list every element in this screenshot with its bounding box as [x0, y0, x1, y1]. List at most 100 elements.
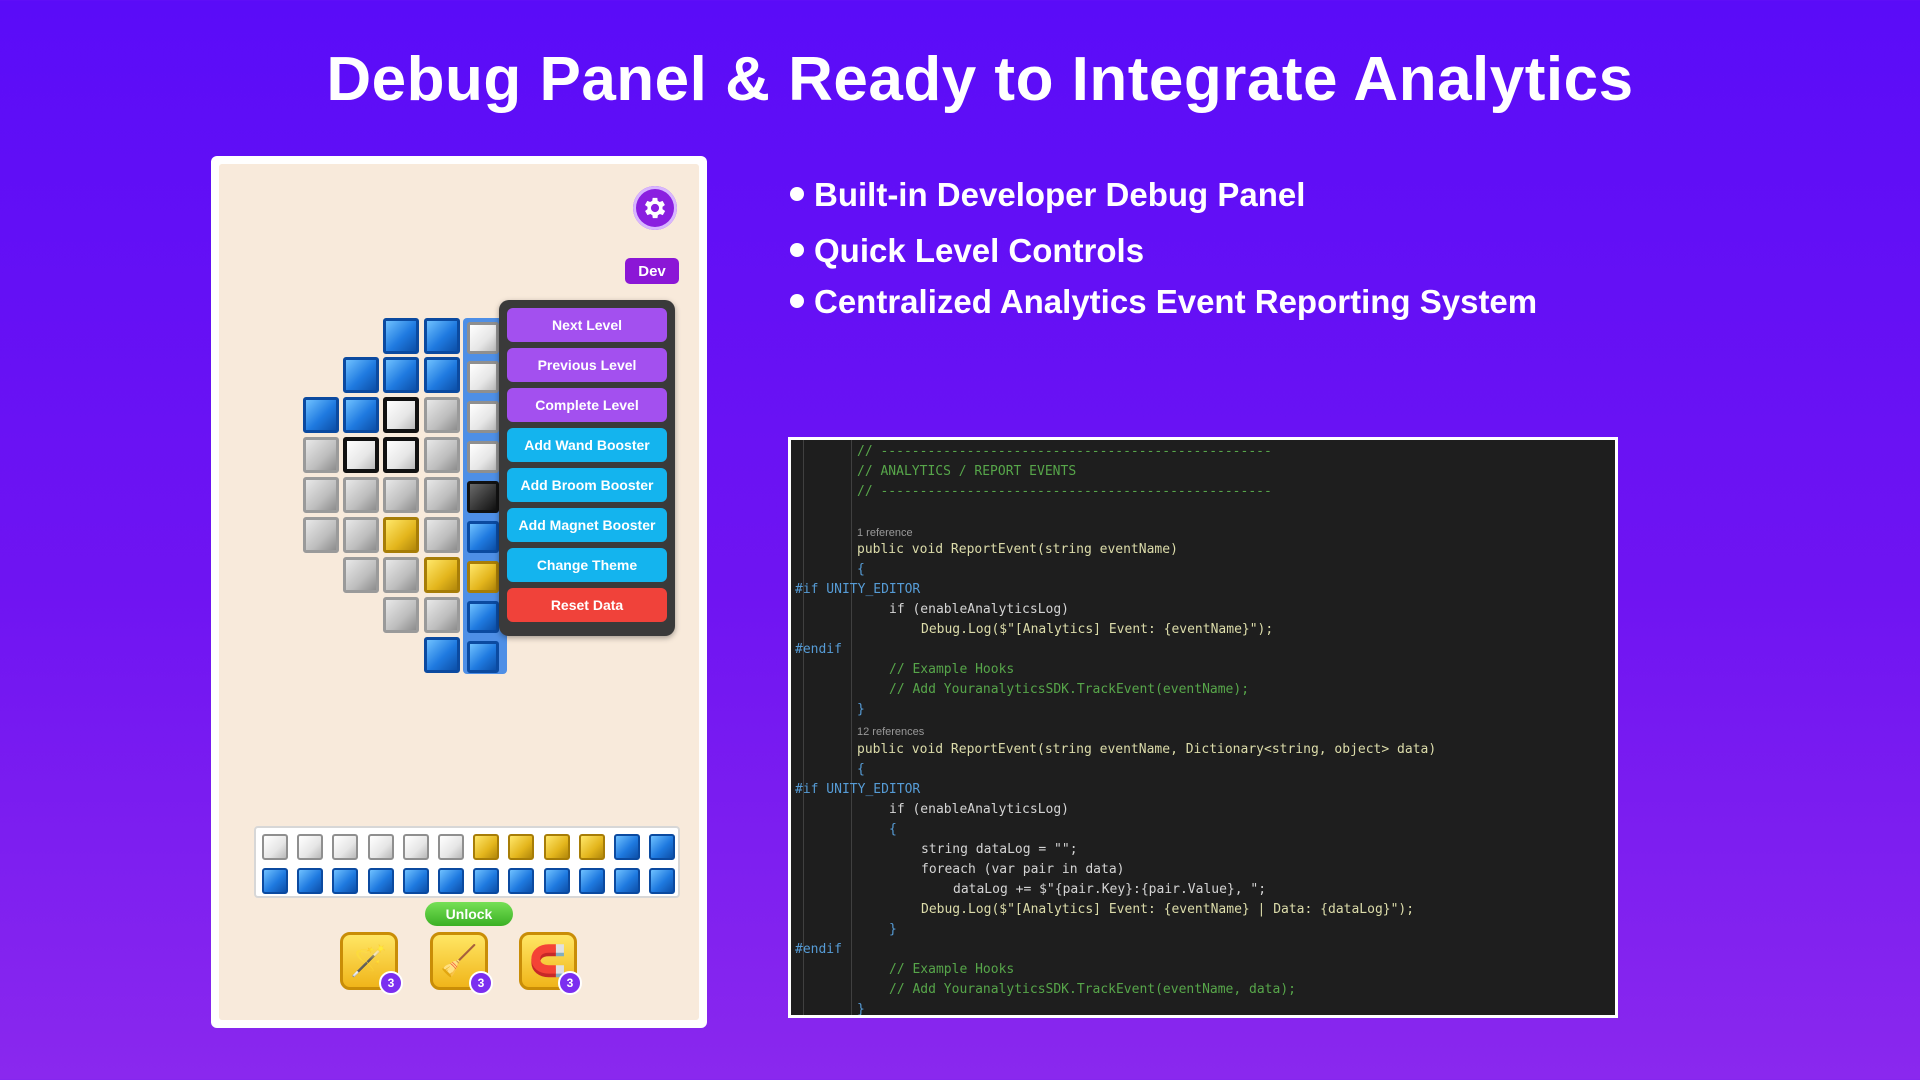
code-line: dataLog += $"{pair.Key}:{pair.Value}, "; — [953, 882, 1267, 897]
block-selected[interactable] — [383, 437, 419, 473]
block[interactable] — [343, 517, 379, 553]
block[interactable] — [424, 637, 460, 673]
tray-block[interactable] — [332, 868, 359, 894]
tray-block[interactable] — [367, 868, 394, 894]
tray-block[interactable] — [649, 834, 676, 860]
code-line: #endif — [795, 942, 842, 957]
code-line: if (enableAnalyticsLog) — [889, 602, 1070, 617]
game-screen: Dev — [219, 164, 699, 1020]
add-wand-booster-button[interactable]: Add Wand Booster — [507, 428, 667, 462]
wand-icon: 🪄 — [350, 944, 388, 978]
block[interactable] — [467, 401, 499, 433]
tray-block[interactable] — [543, 834, 570, 860]
block[interactable] — [467, 561, 499, 593]
booster-count: 3 — [469, 971, 493, 995]
bullet-dot-icon — [790, 243, 804, 258]
tray-block[interactable] — [614, 868, 640, 894]
tray-block[interactable] — [578, 834, 605, 860]
unlock-button[interactable]: Unlock — [425, 902, 513, 926]
block[interactable] — [303, 517, 339, 553]
tray-block[interactable] — [614, 834, 640, 860]
block[interactable] — [424, 557, 460, 593]
block[interactable] — [343, 397, 379, 433]
tray-block[interactable] — [649, 868, 676, 894]
block[interactable] — [424, 477, 460, 513]
dev-badge[interactable]: Dev — [625, 258, 679, 284]
code-line: { — [857, 562, 865, 577]
code-line: // Example Hooks — [889, 962, 1015, 977]
block[interactable] — [303, 397, 339, 433]
block[interactable] — [383, 318, 419, 354]
change-theme-button[interactable]: Change Theme — [507, 548, 667, 582]
tray-block[interactable] — [473, 868, 500, 894]
block[interactable] — [383, 597, 419, 633]
complete-level-button[interactable]: Complete Level — [507, 388, 667, 422]
tray-block[interactable] — [367, 834, 394, 860]
tray-block[interactable] — [508, 868, 535, 894]
block[interactable] — [424, 437, 460, 473]
block[interactable] — [467, 601, 499, 633]
tray-block[interactable] — [473, 834, 500, 860]
tray-block[interactable] — [262, 834, 288, 860]
block[interactable] — [303, 477, 339, 513]
tray-block[interactable] — [297, 834, 324, 860]
code-line: public void ReportEvent(string eventName… — [857, 542, 1178, 557]
booster-count: 3 — [558, 971, 582, 995]
block[interactable] — [383, 477, 419, 513]
code-line: 12 references — [857, 726, 925, 738]
block[interactable] — [383, 557, 419, 593]
code-line: } — [889, 922, 897, 937]
block[interactable] — [467, 361, 499, 393]
block[interactable] — [303, 437, 339, 473]
tray-block[interactable] — [543, 868, 570, 894]
tray-block[interactable] — [438, 834, 464, 860]
tray-block[interactable] — [262, 868, 288, 894]
block[interactable] — [424, 318, 460, 354]
block[interactable] — [343, 477, 379, 513]
settings-button[interactable] — [633, 186, 677, 230]
magnet-booster-button[interactable]: 🧲 3 — [519, 932, 582, 995]
dev-debug-menu: Next Level Previous Level Complete Level… — [499, 300, 675, 636]
code-line: } — [857, 1002, 865, 1015]
block[interactable] — [424, 597, 460, 633]
code-line: Debug.Log($"[Analytics] Event: {eventNam… — [921, 622, 1274, 637]
add-magnet-booster-button[interactable]: Add Magnet Booster — [507, 508, 667, 542]
tray-block[interactable] — [438, 868, 464, 894]
block[interactable] — [467, 521, 499, 553]
tray-block[interactable] — [402, 868, 429, 894]
wand-booster-button[interactable]: 🪄 3 — [340, 932, 403, 995]
block[interactable] — [424, 397, 460, 433]
code-line: #if UNITY_EDITOR — [795, 582, 921, 597]
block[interactable] — [383, 357, 419, 393]
broom-booster-button[interactable]: 🧹 3 — [430, 932, 493, 995]
block[interactable] — [424, 517, 460, 553]
code-line: string dataLog = ""; — [921, 842, 1078, 857]
block[interactable] — [467, 481, 499, 513]
code-screenshot: // -------------------------------------… — [788, 437, 1618, 1018]
code-line: // Add YouranalyticsSDK.TrackEvent(event… — [889, 982, 1296, 997]
block[interactable] — [424, 357, 460, 393]
bullet-dot-icon — [790, 187, 804, 202]
gear-icon — [644, 197, 666, 219]
tray-block[interactable] — [332, 834, 359, 860]
next-level-button[interactable]: Next Level — [507, 308, 667, 342]
code-line: // Example Hooks — [889, 662, 1015, 677]
previous-level-button[interactable]: Previous Level — [507, 348, 667, 382]
indent-guide — [803, 440, 804, 1015]
block-selected[interactable] — [343, 437, 379, 473]
block[interactable] — [467, 641, 499, 673]
block[interactable] — [343, 357, 379, 393]
block[interactable] — [383, 517, 419, 553]
block-selected[interactable] — [383, 397, 419, 433]
reset-data-button[interactable]: Reset Data — [507, 588, 667, 622]
add-broom-booster-button[interactable]: Add Broom Booster — [507, 468, 667, 502]
tray-block[interactable] — [508, 834, 535, 860]
block[interactable] — [467, 441, 499, 473]
tray-block[interactable] — [402, 834, 429, 860]
code-line: { — [857, 762, 865, 777]
tray-block[interactable] — [578, 868, 605, 894]
code-editor: // -------------------------------------… — [791, 440, 1615, 1015]
block[interactable] — [343, 557, 379, 593]
block[interactable] — [467, 322, 499, 354]
tray-block[interactable] — [297, 868, 324, 894]
